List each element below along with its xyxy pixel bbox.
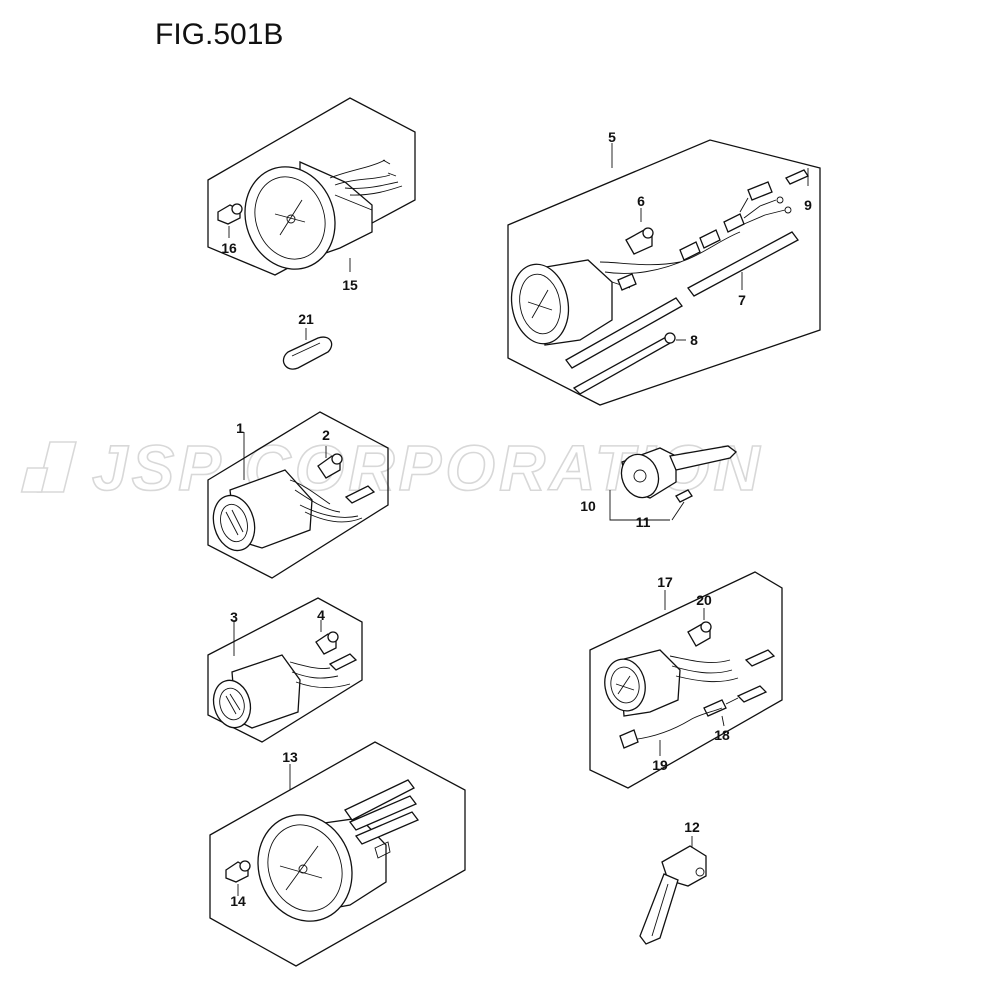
callout-10: 10 xyxy=(580,498,596,514)
callout-5: 5 xyxy=(608,129,616,145)
harness-5 xyxy=(679,181,792,261)
callout-16: 16 xyxy=(221,240,237,256)
gauge-15 xyxy=(244,159,403,270)
callout-19: 19 xyxy=(652,757,668,773)
callout-14: 14 xyxy=(230,893,246,909)
bulb-2 xyxy=(317,453,343,479)
callout-7: 7 xyxy=(738,292,746,308)
group-box-5 xyxy=(507,139,821,406)
callout-12: 12 xyxy=(684,819,700,835)
bulb-20 xyxy=(687,608,712,647)
callout-9: 9 xyxy=(804,197,812,213)
part-6 xyxy=(625,208,654,255)
group-box-3 xyxy=(207,597,363,743)
gauge-17 xyxy=(604,649,739,717)
gauge-3 xyxy=(212,654,351,729)
figure-title: FIG.501B xyxy=(155,18,284,51)
callouts: 1 2 3 4 5 6 7 8 9 10 11 12 13 14 15 16 1… xyxy=(221,129,812,909)
callout-3: 3 xyxy=(230,609,238,625)
connector-17 xyxy=(736,649,776,703)
callout-6: 6 xyxy=(637,193,645,209)
callout-18: 18 xyxy=(714,727,730,743)
part-10 xyxy=(620,445,737,499)
harness-19 xyxy=(619,707,723,756)
part-21 xyxy=(282,328,333,370)
callout-20: 20 xyxy=(696,592,712,608)
connector-3 xyxy=(320,620,358,671)
connector-1 xyxy=(325,446,376,504)
group-box-15 xyxy=(207,97,416,276)
callout-1: 1 xyxy=(236,420,244,436)
part-9 xyxy=(785,168,809,186)
callout-21: 21 xyxy=(298,311,314,327)
gauge-1 xyxy=(212,469,363,552)
bulb-4 xyxy=(315,631,339,655)
part-8 xyxy=(572,332,686,395)
gauge-5 xyxy=(510,231,741,346)
tube-7 xyxy=(565,231,799,369)
bulb-16 xyxy=(217,203,243,225)
callout-4: 4 xyxy=(317,607,325,623)
group-box-13 xyxy=(209,741,466,967)
part-11 xyxy=(671,489,693,521)
group-box-1 xyxy=(207,411,389,579)
callout-8: 8 xyxy=(690,332,698,348)
callout-11: 11 xyxy=(636,514,651,530)
group-box-17 xyxy=(589,571,783,789)
callout-15: 15 xyxy=(342,277,358,293)
bracket-10-11 xyxy=(609,490,670,521)
callout-17: 17 xyxy=(657,574,673,590)
part-12 xyxy=(639,836,707,945)
bulb-14 xyxy=(225,860,251,883)
callout-2: 2 xyxy=(322,427,330,443)
callout-13: 13 xyxy=(282,749,298,765)
gauge-13 xyxy=(257,779,420,922)
